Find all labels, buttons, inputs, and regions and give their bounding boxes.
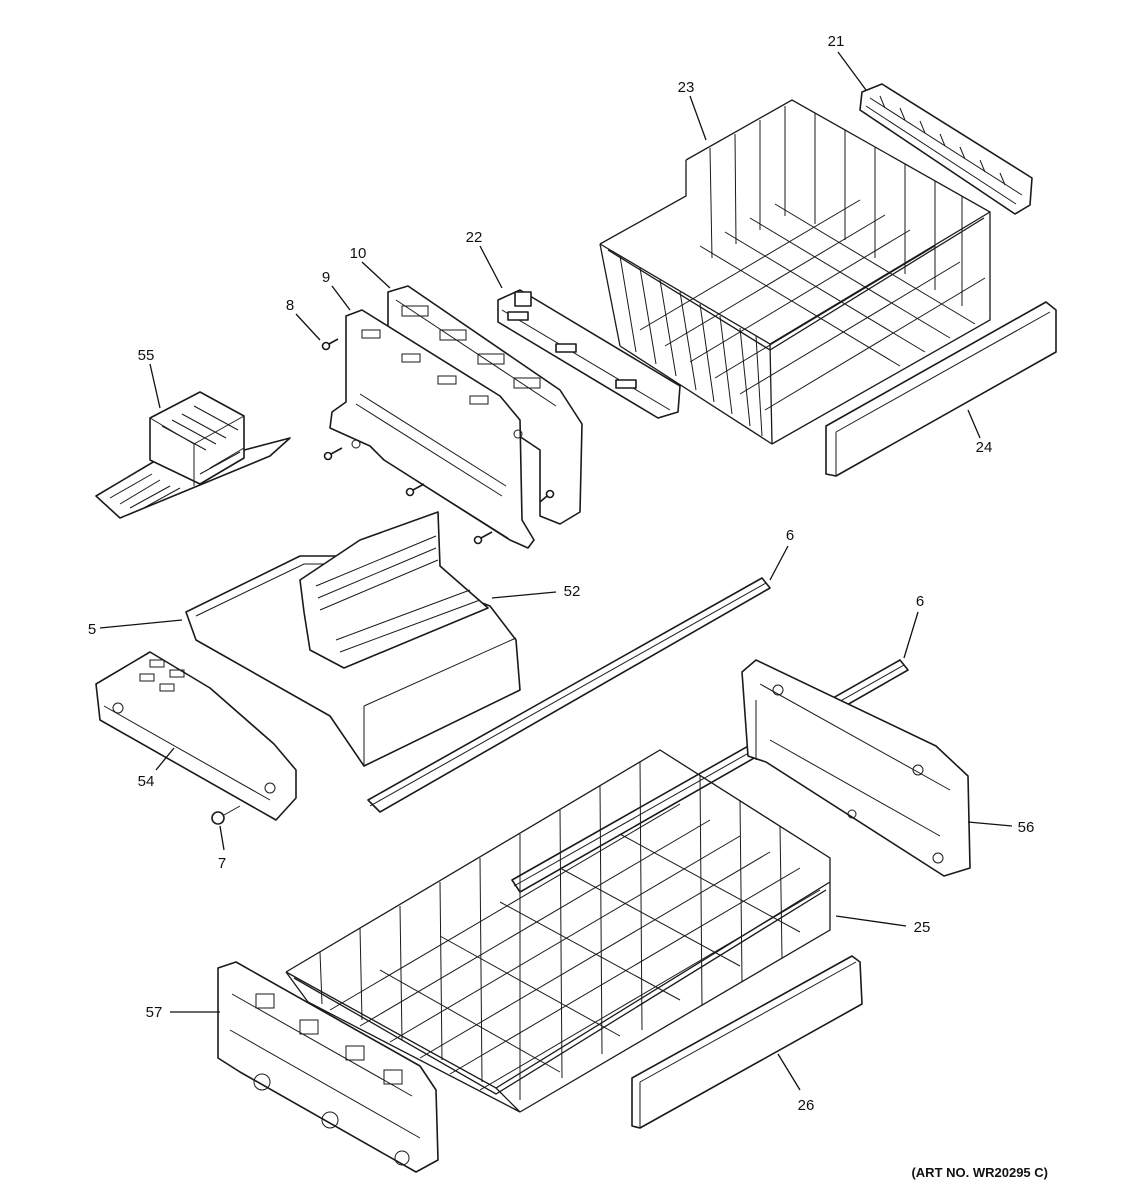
callout-23: 23 [678, 79, 695, 96]
part-56-right-bracket [741, 659, 971, 877]
leader-lines [99, 51, 1013, 1091]
callout-54: 54 [138, 773, 155, 790]
callout-22: 22 [466, 229, 483, 246]
callout-56: 56 [1018, 819, 1035, 836]
callout-10: 10 [350, 245, 367, 262]
callout-8: 8 [286, 297, 294, 314]
callout-6b: 6 [916, 593, 924, 610]
part-24-upper-trim [825, 301, 1057, 477]
part-25-lower-wire-basket [285, 749, 831, 1113]
part-52-pan-grille [299, 511, 489, 669]
callout-25: 25 [914, 919, 931, 936]
part-54-left-bracket [95, 651, 297, 821]
art-number: (ART NO. WR20295 C) [911, 1165, 1048, 1180]
callout-57: 57 [146, 1004, 163, 1021]
callout-7: 7 [218, 855, 226, 872]
part-55-grille-tray [95, 391, 291, 519]
part-26-lower-trim [631, 955, 863, 1129]
part-9-front-bracket [329, 309, 535, 549]
callout-24: 24 [976, 439, 993, 456]
part-21-upper-rail [859, 83, 1033, 215]
part-22-slide-rail [497, 289, 681, 419]
callout-labels: 21 23 22 10 9 8 55 24 6 52 5 6 54 7 56 2… [88, 33, 1035, 1114]
part-57-lower-bracket [217, 961, 439, 1173]
part-7-screw [211, 805, 241, 825]
callout-21: 21 [828, 33, 845, 50]
callout-26: 26 [798, 1097, 815, 1114]
callout-52: 52 [564, 583, 581, 600]
callout-6a: 6 [786, 527, 794, 544]
callout-55: 55 [138, 347, 155, 364]
callout-9: 9 [322, 269, 330, 286]
part-6a-rod [367, 577, 771, 813]
part-8-screws [321, 338, 555, 545]
part-23-upper-wire-basket [599, 99, 991, 445]
callout-5: 5 [88, 621, 96, 638]
